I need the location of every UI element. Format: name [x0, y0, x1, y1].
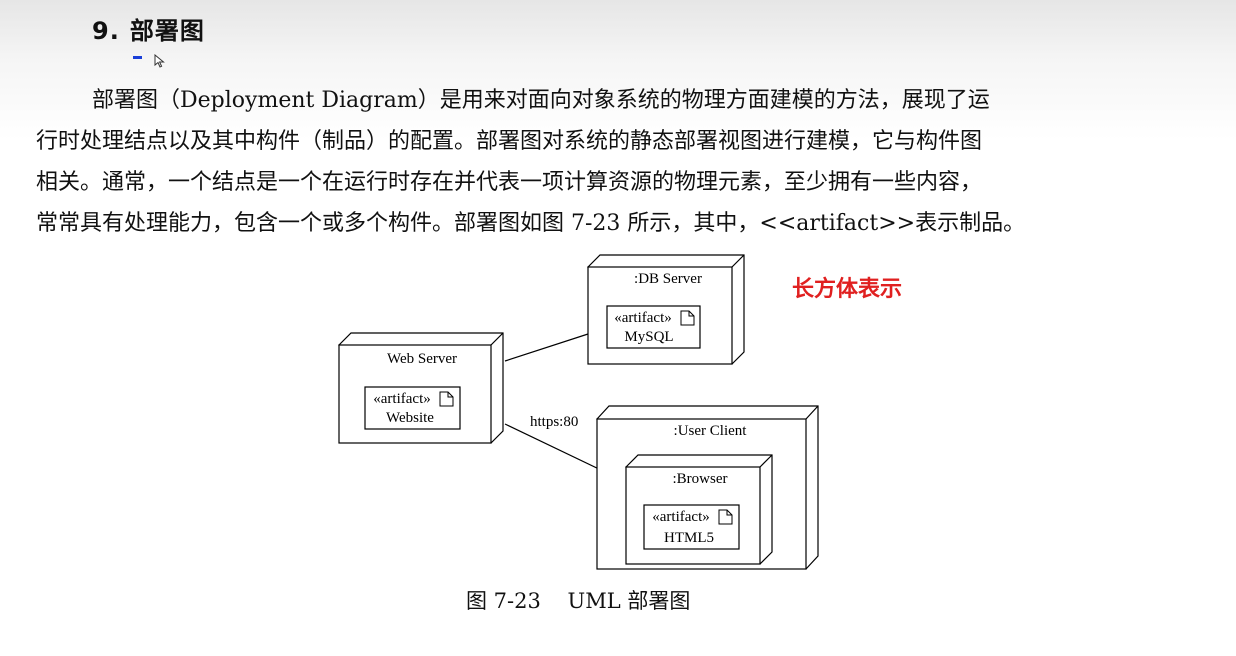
browser-node: :Browser «artifact» HTML5 [625, 454, 773, 565]
section-number: 9. [92, 17, 120, 45]
mouse-pointer-icon [154, 54, 165, 68]
section-heading: 9. 部署图 [92, 14, 205, 48]
db-server-node: :DB Server «artifact» MySQL [587, 254, 745, 365]
website-artifact-stereotype: «artifact» [373, 391, 430, 407]
web-server-label: Web Server [387, 351, 457, 367]
mysql-artifact: «artifact» MySQL [606, 305, 701, 349]
html5-artifact: «artifact» HTML5 [643, 504, 740, 550]
figure-caption: 图 7-23 UML 部署图 [466, 589, 691, 613]
mysql-artifact-name: MySQL [624, 329, 673, 345]
paragraph-line-1: 部署图（Deployment Diagram）是用来对面向对象系统的物理方面建模… [92, 88, 990, 113]
paragraph-line-2: 行时处理结点以及其中构件（制品）的配置。部署图对系统的静态部署视图进行建模，它与… [36, 129, 983, 154]
browser-label: :Browser [673, 471, 728, 487]
text-cursor-mark [133, 56, 142, 59]
connector-web-db [504, 333, 589, 362]
website-artifact-name: Website [386, 410, 434, 426]
user-client-label: :User Client [674, 423, 748, 439]
web-server-node: Web Server «artifact» Website [338, 332, 504, 444]
html5-artifact-name: HTML5 [664, 530, 714, 546]
section-title: 部署图 [129, 17, 205, 45]
document-icon [718, 509, 733, 525]
paragraph-line-4: 常常具有处理能力，包含一个或多个构件。部署图如图 7-23 所示，其中，<<ar… [36, 211, 1026, 236]
document-icon [680, 310, 695, 326]
body-paragraph: 部署图（Deployment Diagram）是用来对面向对象系统的物理方面建模… [36, 80, 1136, 244]
website-artifact: «artifact» Website [364, 386, 461, 430]
paragraph-line-3: 相关。通常，一个结点是一个在运行时存在并代表一项计算资源的物理元素，至少拥有一些… [36, 170, 983, 195]
db-server-label: :DB Server [634, 271, 702, 287]
red-annotation: 长方体表示 [792, 277, 903, 302]
document-icon [439, 391, 454, 407]
user-client-node: :User Client :Browser «artifact» HTML5 [596, 405, 819, 570]
mysql-artifact-stereotype: «artifact» [614, 310, 671, 326]
html5-artifact-stereotype: «artifact» [652, 509, 709, 525]
connection-label: https:80 [530, 414, 578, 430]
